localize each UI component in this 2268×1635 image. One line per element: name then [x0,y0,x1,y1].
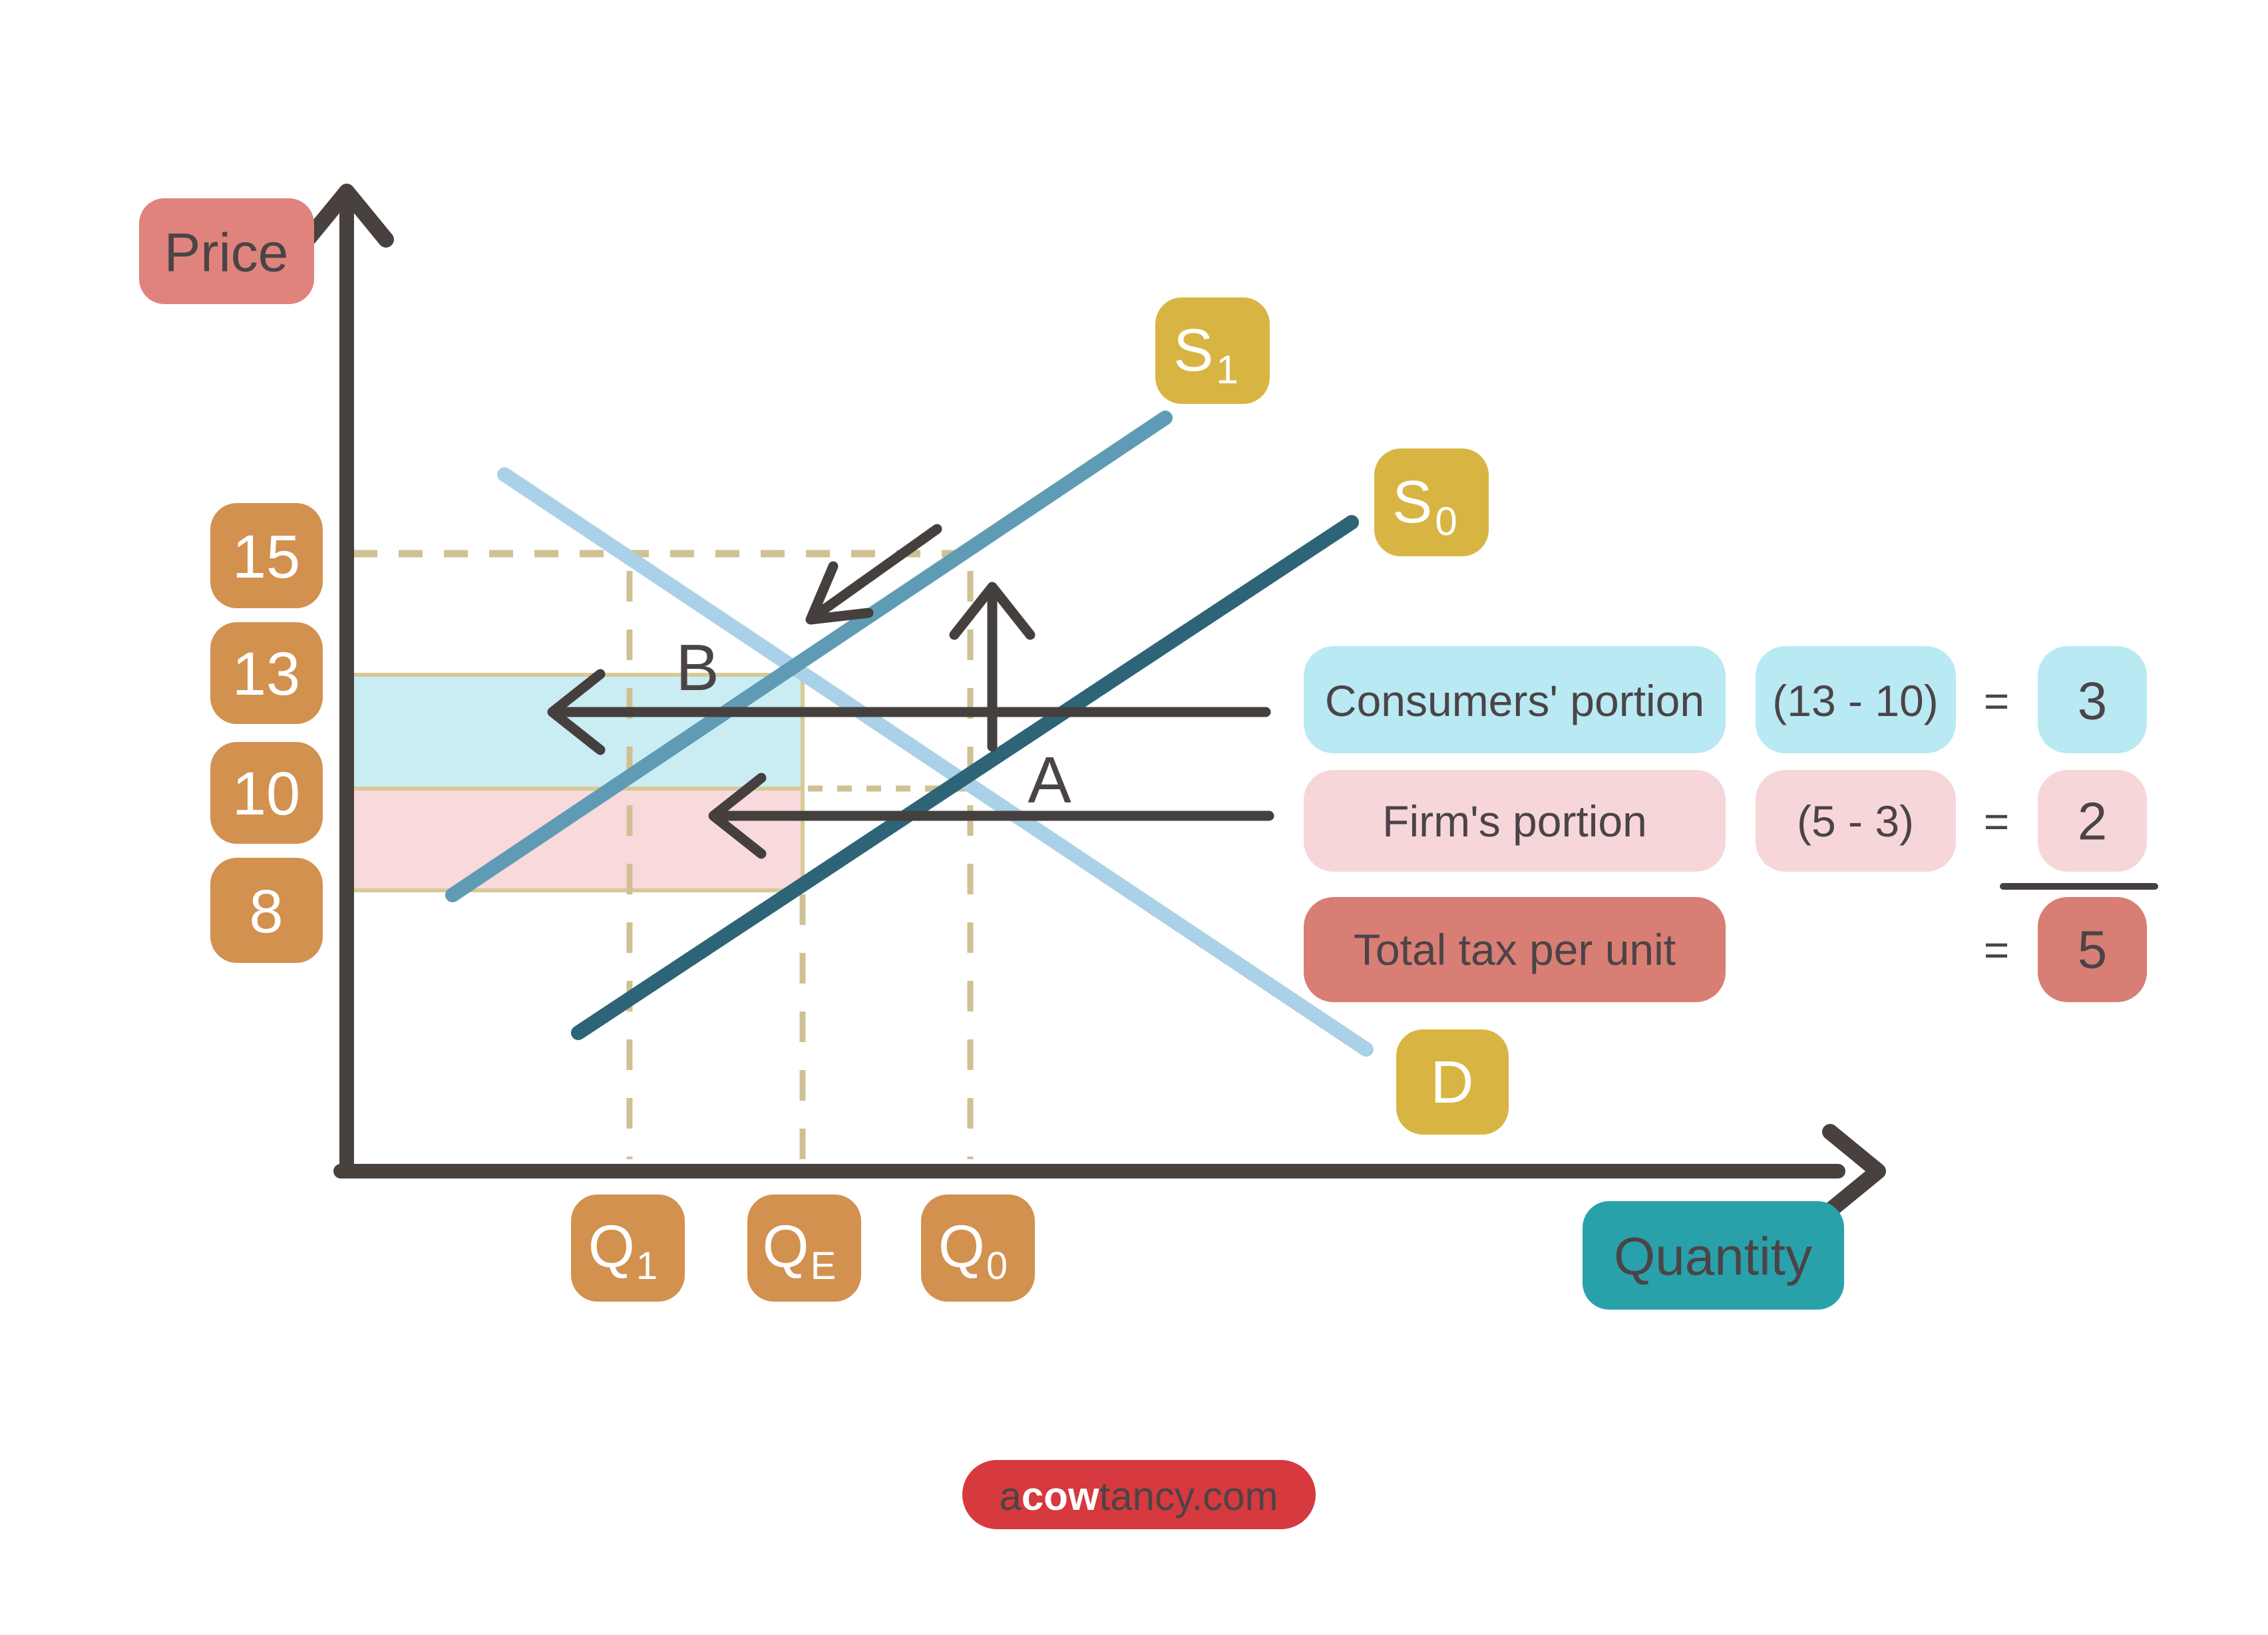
firms-calc-text: (5 - 3) [1797,797,1914,846]
dashed-guides [353,550,978,1159]
demand-curve [497,467,1374,1057]
quantity-badge-text: Quantity [1614,1227,1812,1286]
s1-main: S [1173,317,1213,384]
price-badge [139,198,314,304]
firms-value-box [2038,770,2147,872]
axes [299,184,1886,1218]
footer-logo: acowtancy.com [962,1460,1316,1529]
s0-main: S [1392,469,1432,536]
logo-prefix: a [999,1474,1022,1519]
curve-label-badges: S1 S0 D [1155,297,1509,1135]
firms-label-box [1304,770,1726,872]
s0-badge-text: S0 [1392,469,1457,544]
tick-8-text: 8 [249,878,283,946]
firms-equals: = [1984,797,2010,846]
d-badge [1396,1029,1509,1135]
q0-badge [921,1194,1035,1302]
table-row-consumers: Consumers' portion (13 - 10) = 3 [1304,646,2147,753]
firms-calc-box [1756,770,1956,872]
quantity-axis-label: Quantity [1583,1201,1844,1310]
y-axis-arrowhead-icon [299,184,394,248]
tick-10-badge [210,742,323,844]
s1-badge-text: S1 [1173,317,1238,392]
s1-sub: 1 [1216,347,1238,392]
logo-text: acowtancy.com [999,1474,1278,1519]
consumers-label-text: Consumers' portion [1325,676,1704,725]
quantity-tick-badges: Q1 QE Q0 [571,1194,1035,1302]
total-equals: = [1984,925,2010,974]
table-row-total: Total tax per unit = 5 [1304,897,2147,1002]
q1-badge-text: Q1 [588,1214,658,1288]
supply-shift-arrow [805,524,942,625]
qe-sub: E [811,1244,837,1288]
firms-label-text: Firm's portion [1382,797,1647,846]
curves [445,411,1374,1057]
q0-badge-text: Q0 [938,1214,1008,1288]
supply-s0-curve [571,515,1359,1040]
tick-10-text: 10 [232,760,300,828]
tick-8-badge [210,858,323,963]
price-badge-text: Price [164,223,289,283]
tax-table: Consumers' portion (13 - 10) = 3 Firm's … [1304,646,2158,1002]
label-a: A [1028,743,1071,817]
annotation-arrows [547,524,1274,859]
logo-suffix: tancy.com [1099,1474,1278,1519]
tick-15-text: 15 [232,523,300,591]
quantity-badge [1583,1201,1844,1310]
price-tick-badges: 15 13 10 8 [210,503,323,963]
qe-badge [747,1194,861,1302]
d-badge-text: D [1431,1049,1474,1116]
q1-main: Q [588,1214,635,1280]
consumers-value-text: 3 [2078,671,2108,731]
s0-badge [1374,449,1489,556]
price-axis-label: Price [139,198,314,304]
s1-badge [1155,297,1270,404]
firms-value-text: 2 [2078,792,2108,851]
tick-15-badge [210,503,323,608]
tick-13-text: 13 [232,640,300,708]
consumers-calc-text: (13 - 10) [1772,676,1938,725]
x-axis-arrowhead-icon [1822,1124,1886,1218]
price-up-arrow [949,582,1036,752]
tick-13-badge [210,622,323,724]
total-label-box [1304,897,1726,1002]
total-value-text: 5 [2078,920,2108,980]
firms-portion-arrow [708,773,1274,859]
qe-badge-text: QE [763,1214,837,1288]
consumers-calc-box [1756,646,1956,753]
q1-sub: 1 [636,1244,658,1288]
logo-bold: cow [1022,1474,1099,1519]
supply-s1-curve [445,411,1173,902]
consumers-portion-arrow [547,669,1271,755]
total-label-text: Total tax per unit [1354,925,1676,974]
consumers-equals: = [1984,676,2010,725]
consumers-label-box [1304,646,1726,753]
s0-sub: 0 [1435,499,1457,544]
qe-main: Q [763,1214,809,1280]
q0-sub: 0 [986,1244,1008,1288]
q1-badge [571,1194,685,1302]
label-b: B [675,631,719,704]
logo-pill [962,1460,1316,1529]
consumers-value-box [2038,646,2147,753]
q0-main: Q [938,1214,985,1280]
total-value-box [2038,897,2147,1002]
table-row-firms: Firm's portion (5 - 3) = 2 [1304,770,2147,872]
